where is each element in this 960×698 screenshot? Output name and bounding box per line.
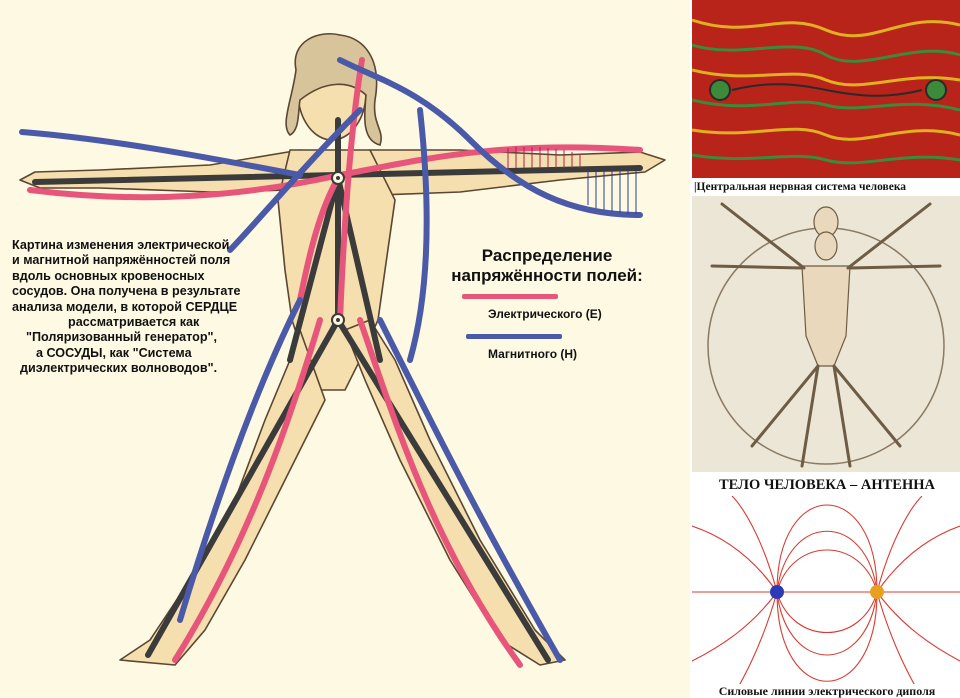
description-line: анализа модели, в которой СЕРДЦЕ <box>12 299 238 314</box>
legend-title-line: Распределение <box>481 246 613 265</box>
description-line: и магнитной напряжённостей поля <box>12 253 231 268</box>
antenna-title: ТЕЛО ЧЕЛОВЕКА – АНТЕННА <box>718 477 935 493</box>
magnetic-legend-label: Магнитного (H) <box>488 347 578 361</box>
description-line: а СОСУДЫ, как "Система <box>36 345 192 360</box>
description-text: Картина изменения электрической и магнит… <box>12 238 304 377</box>
nervous-system-caption: |Центральная нервная система человека <box>694 181 907 193</box>
magnetic-arrows <box>587 170 637 214</box>
skeleton-lines <box>32 117 643 663</box>
electric-arrows <box>507 147 581 170</box>
legend-title-line: напряжённости полей: <box>451 266 643 285</box>
pelvis-node-icon <box>331 313 345 327</box>
electric-legend-swatch <box>462 294 558 299</box>
legend-title: Распределение напряжённости полей: <box>432 246 662 286</box>
dipole-caption: Силовые линии электрического диполя <box>694 684 960 698</box>
main-diagram-panel: Картина изменения электрической и магнит… <box>0 0 690 698</box>
heart-node-icon <box>331 171 345 185</box>
left-leg <box>119 329 326 666</box>
description-line: "Поляризованный генератор", <box>26 330 218 345</box>
magnetic-legend-swatch <box>466 334 562 339</box>
vitruvian-sketch-art <box>692 196 960 472</box>
nervous-system-art <box>692 0 960 178</box>
vitruvian-figure-diagram <box>19 33 666 668</box>
dipole-negative-icon <box>770 585 784 599</box>
description-line: вдоль основных кровеносных <box>12 268 205 283</box>
dipole-field-art <box>692 496 960 698</box>
vitruvian-sketch-image <box>692 196 960 472</box>
nervous-system-image <box>692 0 960 178</box>
hair <box>285 33 382 146</box>
right-leg <box>344 319 566 666</box>
description-line: рассматривается как <box>68 315 200 330</box>
dipole-positive-icon <box>870 585 884 599</box>
description-line: диэлектрических волноводов". <box>20 361 218 376</box>
left-arm <box>19 149 301 193</box>
electric-legend-label: Электрического (E) <box>488 307 602 321</box>
dipole-field-image <box>692 496 960 698</box>
field-arrows <box>507 147 637 214</box>
description-line: Картина изменения электрической <box>12 238 230 252</box>
description-line: сосудов. Она получена в результате <box>12 284 241 299</box>
magnetic-field-lines <box>19 57 643 663</box>
